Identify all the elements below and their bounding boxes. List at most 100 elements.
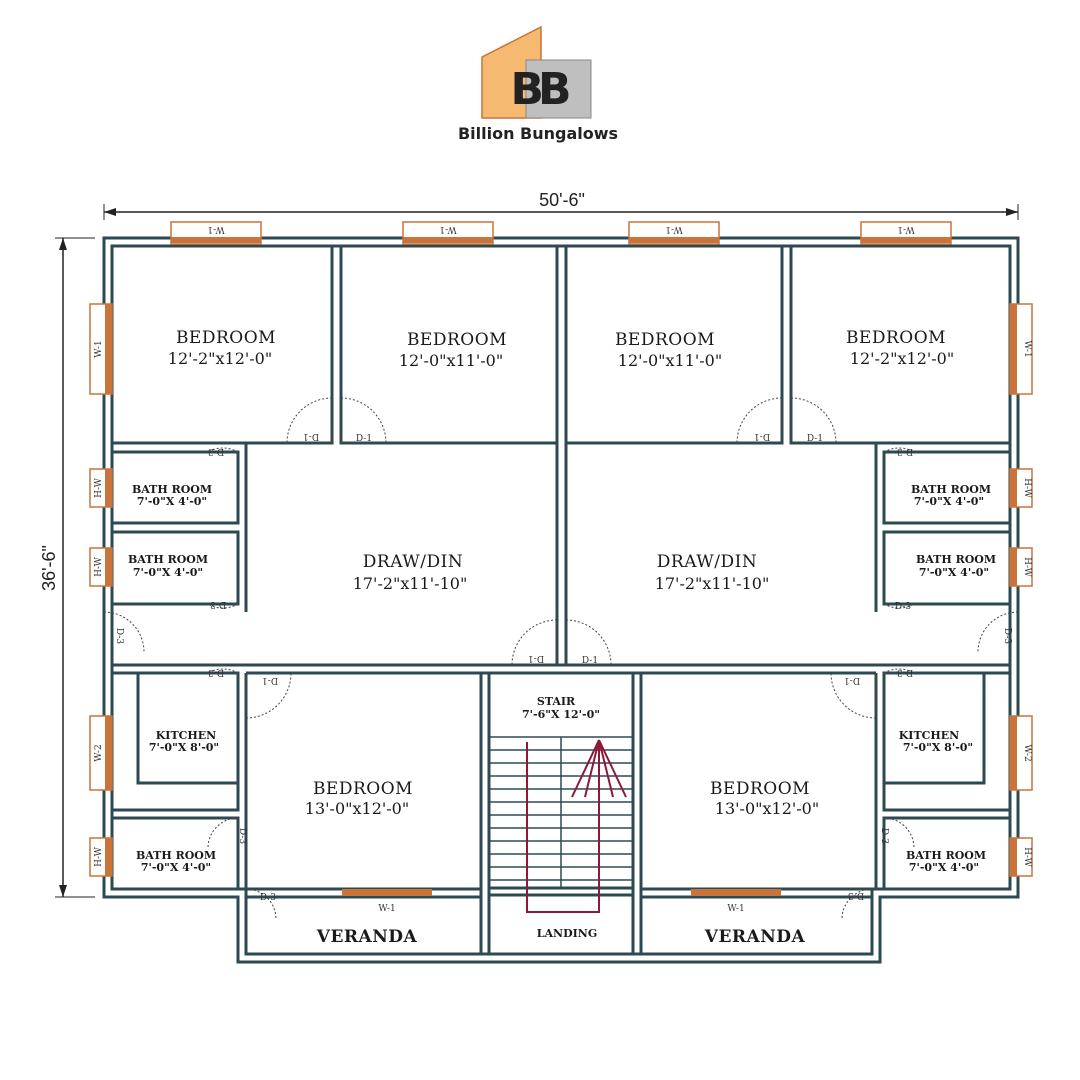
window-top-2-tag: W-1	[439, 224, 456, 234]
bedroom-2-size: 12'-0"x11'-0"	[399, 351, 503, 370]
window-bottom-left-tag: W-1	[378, 904, 395, 914]
door-bedroom-6-tag: D-1	[844, 675, 860, 685]
kitchen-right-size: 7'-0"X 8'-0"	[903, 741, 973, 754]
window-bottom-left	[342, 889, 432, 896]
bedroom-6-size: 13'-0"x12'-0"	[715, 799, 819, 818]
doors: D-1 D-1 D-1 D-1 D-1 D-1 D-1 D-1 D-3 D-3 …	[103, 397, 1019, 920]
door-bath-4-tag: D-3	[895, 602, 911, 612]
window-top-3-bar	[629, 237, 719, 243]
stair-arrow-head	[584, 739, 600, 798]
bath-6-size: 7'-0"X 4'-0"	[909, 861, 979, 874]
bedroom-5-title: BEDROOM	[313, 779, 413, 799]
bedroom-1-size: 12'-2"x12'-0"	[168, 349, 272, 368]
window-left-bath-2-bar	[105, 548, 112, 586]
draw-din-left-title: DRAW/DIN	[363, 552, 463, 572]
window-left-bath-2-tag: H-W	[94, 556, 104, 576]
window-left-kitchen-bar	[105, 716, 112, 790]
bedroom-5-size: 13'-0"x12'-0"	[305, 799, 409, 818]
door-stair-left-tag: D-1	[528, 653, 544, 663]
window-left-bath-1-tag: H-W	[94, 477, 104, 497]
arrowhead-right	[1006, 208, 1018, 216]
window-top-3-tag: W-1	[665, 224, 682, 234]
bedroom-4-size: 12'-2"x12'-0"	[850, 349, 954, 368]
door-stair-right-tag: D-1	[582, 656, 598, 666]
bedroom-3-title: BEDROOM	[615, 330, 715, 350]
door-bath-2-tag: D-3	[210, 599, 226, 609]
window-left-bath-1-bar	[105, 469, 112, 507]
window-right-kitchen-bar	[1010, 716, 1017, 790]
window-top-1-bar	[171, 237, 261, 243]
door-bedroom-3-tag: D-1	[754, 431, 770, 441]
logo-letters: BB	[510, 64, 569, 115]
door-bedroom-3-arc	[736, 397, 783, 444]
bedroom-6-title: BEDROOM	[710, 779, 810, 799]
logo-gray-shape	[525, 59, 592, 119]
bath-1-title: BATH ROOM	[132, 483, 212, 496]
window-right-kitchen-tag: W-2	[1022, 744, 1032, 761]
bath-1-size: 7'-0"X 4'-0"	[137, 495, 207, 508]
door-bath-5-arc	[207, 817, 239, 849]
door-bath-6-tag: D-3	[879, 828, 889, 844]
draw-din-left-size: 17'-2"x11'-10"	[353, 574, 468, 593]
kitchen-left-title: KITCHEN	[156, 729, 216, 742]
window-right-bedroom-bar	[1010, 304, 1017, 394]
veranda-left-title: VERANDA	[316, 927, 418, 947]
window-right-bath-3-bar	[1010, 838, 1017, 876]
window-top-2-bar	[403, 237, 493, 243]
window-top-1-tag: W-1	[207, 224, 224, 234]
door-veranda-left-tag: D-3	[260, 893, 276, 903]
arrowhead-bottom	[59, 885, 67, 897]
door-kitchen-right-tag: D-3	[897, 667, 913, 677]
bedroom-3-size: 12'-0"x11'-0"	[618, 351, 722, 370]
window-left-bedroom-bar	[105, 304, 112, 394]
door-veranda-right-tag: D-3	[848, 890, 864, 900]
width-dimension: 50'-6"	[103, 190, 1019, 220]
bath-5-size: 7'-0"X 4'-0"	[141, 861, 211, 874]
door-side-left-tag: D-3	[114, 628, 124, 644]
door-bedroom-1-arc	[286, 397, 333, 444]
door-bedroom-2-tag: D-1	[356, 434, 372, 444]
stair-arrow-head	[571, 739, 600, 798]
bath-2-title: BATH ROOM	[128, 553, 208, 566]
window-top-4-bar	[861, 237, 951, 243]
bedroom-4-title: BEDROOM	[846, 328, 946, 348]
bedroom-2-walls	[339, 244, 559, 445]
brand-logo: BB	[481, 25, 592, 119]
bath-2-size: 7'-0"X 4'-0"	[133, 566, 203, 579]
draw-din-right-size: 17'-2"x11'-10"	[655, 574, 770, 593]
bath-6-title: BATH ROOM	[906, 849, 986, 862]
kitchen-right-title: KITCHEN	[899, 729, 959, 742]
window-right-bedroom-tag: W-1	[1022, 340, 1032, 357]
door-bath-1-tag: D-3	[208, 446, 224, 456]
door-side-right-tag: D-3	[1002, 628, 1012, 644]
stair-steps	[489, 736, 633, 913]
arrowhead-left	[104, 208, 116, 216]
landing-title: LANDING	[537, 927, 597, 940]
door-kitchen-left-arc	[207, 668, 239, 674]
door-stair-left-arc	[511, 619, 558, 666]
bath-4-size: 7'-0"X 4'-0"	[919, 566, 989, 579]
bath-3-size: 7'-0"X 4'-0"	[914, 495, 984, 508]
bath-5-title: BATH ROOM	[136, 849, 216, 862]
window-right-bath-2-tag: H-W	[1022, 557, 1032, 577]
door-bedroom-5-arc	[245, 672, 292, 719]
stair-block-inner	[487, 671, 635, 956]
depth-dimension: 36'-6"	[39, 237, 95, 898]
door-bedroom-4-tag: D-1	[807, 434, 823, 444]
door-bedroom-6-arc	[830, 672, 877, 719]
door-veranda-left-arc	[245, 888, 277, 920]
door-bath-3-arc	[883, 447, 915, 453]
door-veranda-right-arc	[841, 888, 873, 920]
door-bath-2-arc	[207, 603, 239, 609]
window-top-4-tag: W-1	[897, 224, 914, 234]
bedroom-2-title: BEDROOM	[407, 330, 507, 350]
window-left-bedroom-tag: W-1	[94, 340, 104, 357]
bedroom-1-title: BEDROOM	[176, 328, 276, 348]
door-bath-3-tag: D-3	[897, 446, 913, 456]
window-right-bath-1-tag: H-W	[1022, 478, 1032, 498]
room-labels: BEDROOM 12'-2"x12'-0" BEDROOM 12'-0"x11'…	[128, 328, 996, 947]
draw-din-right-title: DRAW/DIN	[657, 552, 757, 572]
stair-direction-path	[526, 742, 600, 913]
door-bath-1-arc	[207, 447, 239, 453]
